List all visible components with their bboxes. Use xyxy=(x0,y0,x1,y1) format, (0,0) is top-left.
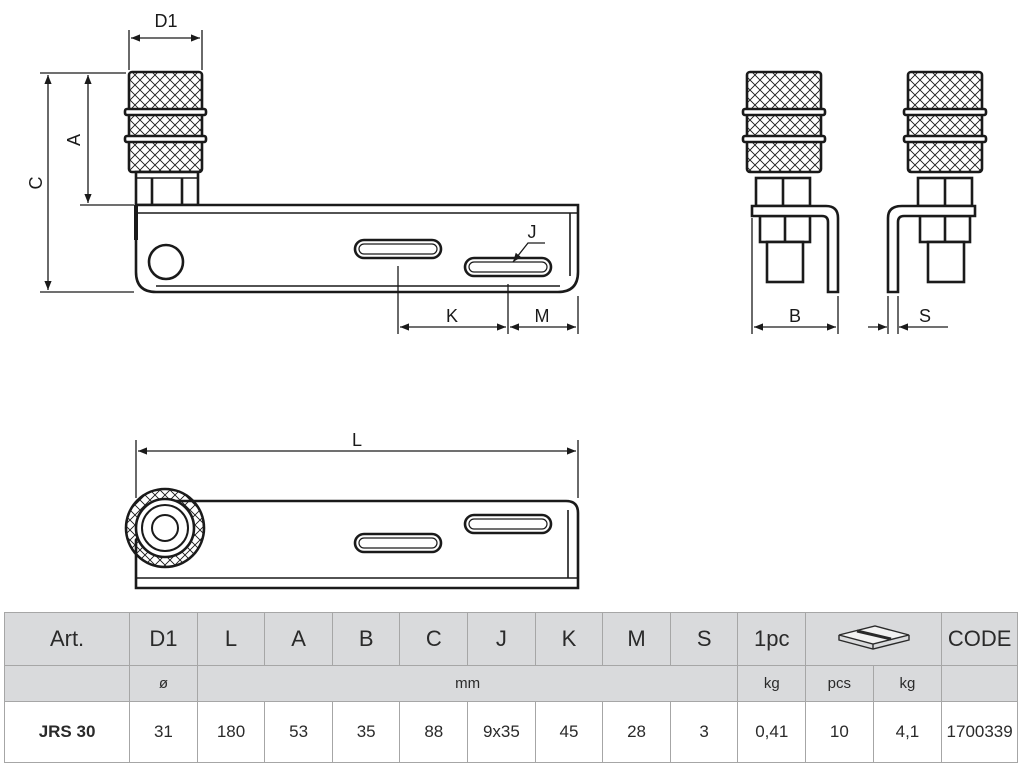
header-l: L xyxy=(196,612,266,666)
header-art: Art. xyxy=(3,612,131,666)
front-dimensions xyxy=(40,30,579,334)
table-header-row: Art. D1 L A B C J K M S 1pc CODE xyxy=(3,612,1018,666)
dim-label-c: C xyxy=(26,177,46,190)
unit-d1: ø xyxy=(129,665,198,702)
unit-art xyxy=(3,665,131,702)
header-a: A xyxy=(264,612,333,666)
dim-label-a: A xyxy=(64,134,84,146)
unit-kg: kg xyxy=(737,665,807,702)
table-units-row: ø mm kg pcs kg xyxy=(3,665,1018,702)
top-dimensions xyxy=(135,440,579,498)
technical-drawing: D1 C A J K M B xyxy=(26,11,988,590)
side-view-right xyxy=(886,70,988,294)
dim-label-m: M xyxy=(535,306,550,326)
side-dimensions xyxy=(751,218,948,334)
cell-b: 35 xyxy=(331,701,401,763)
table-row: JRS 30 31 180 53 35 88 9x35 45 28 3 0,41… xyxy=(3,701,1018,763)
header-1pc: 1pc xyxy=(737,612,807,666)
front-view xyxy=(123,70,580,294)
dim-label-k: K xyxy=(446,306,458,326)
header-code: CODE xyxy=(941,612,1018,666)
header-box xyxy=(805,612,943,666)
top-view xyxy=(124,487,580,590)
unit-kg-box: kg xyxy=(872,665,943,702)
header-j: J xyxy=(467,612,536,666)
header-m: M xyxy=(602,612,671,666)
cell-m: 28 xyxy=(602,701,671,763)
header-d1: D1 xyxy=(129,612,198,666)
unit-mm: mm xyxy=(196,665,739,702)
header-c: C xyxy=(399,612,469,666)
dim-label-d1: D1 xyxy=(154,11,177,31)
header-k: K xyxy=(534,612,604,666)
cell-kg-box: 4,1 xyxy=(872,701,943,763)
cell-c: 88 xyxy=(399,701,469,763)
dim-label-l: L xyxy=(352,430,362,450)
hex-nut xyxy=(134,170,200,207)
cell-s: 3 xyxy=(669,701,739,763)
dim-label-j: J xyxy=(528,222,537,242)
cell-k: 45 xyxy=(534,701,604,763)
cell-pcs: 10 xyxy=(805,701,874,763)
side-view-left xyxy=(741,70,840,294)
side-dimension-labels: B S xyxy=(789,306,931,326)
dim-label-s: S xyxy=(919,306,931,326)
cell-a: 53 xyxy=(264,701,333,763)
header-s: S xyxy=(669,612,739,666)
unit-code xyxy=(941,665,1018,702)
cell-d1: 31 xyxy=(129,701,198,763)
bracket-arm xyxy=(134,203,580,294)
spec-table: Art. D1 L A B C J K M S 1pc CODE ø mm kg… xyxy=(3,612,1018,763)
package-box-icon xyxy=(837,625,910,650)
dim-label-b: B xyxy=(789,306,801,326)
header-b: B xyxy=(331,612,401,666)
cell-j: 9x35 xyxy=(467,701,536,763)
cell-kg: 0,41 xyxy=(737,701,807,763)
cell-l: 180 xyxy=(196,701,266,763)
front-dimension-labels: D1 C A J K M xyxy=(26,11,550,326)
cell-code: 1700339 xyxy=(941,701,1018,763)
unit-pcs: pcs xyxy=(805,665,874,702)
cell-art: JRS 30 xyxy=(3,701,131,763)
knurled-knob xyxy=(123,70,208,174)
